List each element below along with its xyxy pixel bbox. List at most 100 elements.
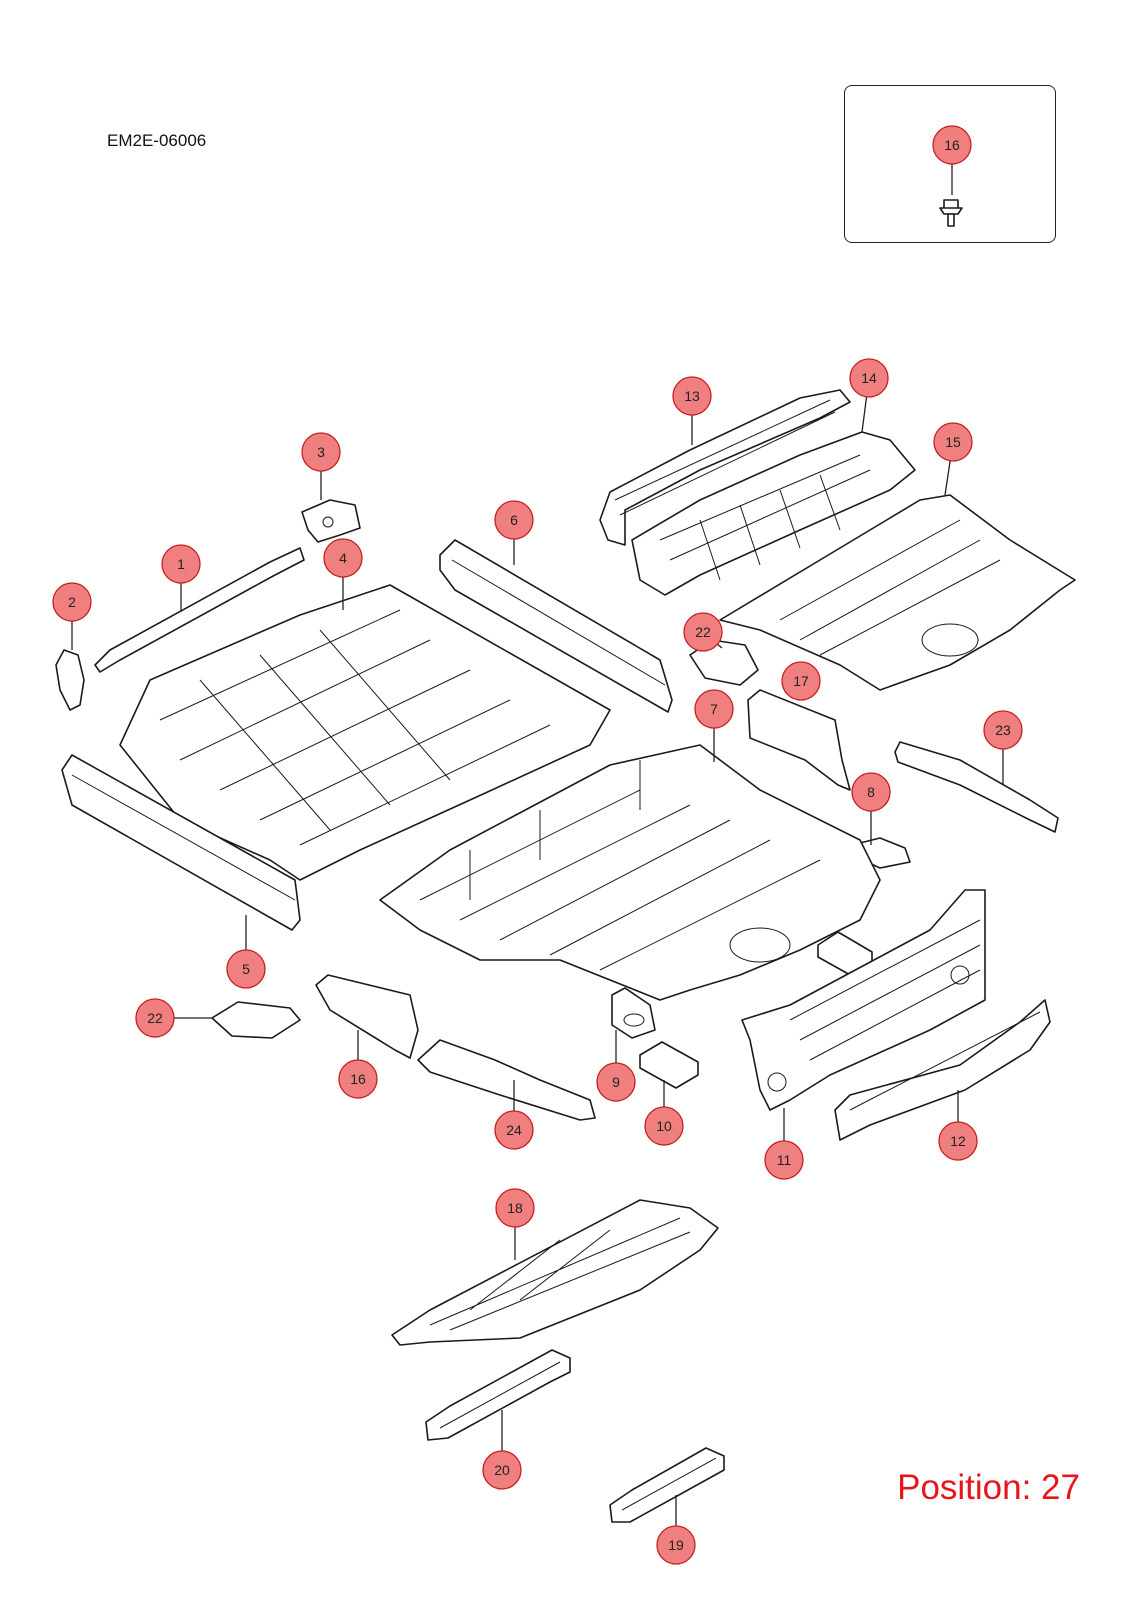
callout-3: 3 — [301, 432, 341, 472]
callout-number: 8 — [867, 784, 875, 800]
callout-4: 4 — [323, 538, 363, 578]
part-floor-14 — [631, 431, 916, 596]
callout-bubble — [683, 612, 723, 652]
part-member-23 — [894, 741, 1059, 833]
part-rail-13 — [599, 389, 851, 546]
callout-23: 23 — [983, 710, 1023, 750]
callout-bubble — [135, 998, 175, 1038]
part-channel-20 — [425, 1349, 571, 1441]
callout-11: 11 — [764, 1140, 804, 1180]
callout-number: 9 — [612, 1074, 620, 1090]
part-floor-18 — [391, 1199, 719, 1346]
drawing-code: EM2E-06006 — [107, 131, 207, 150]
part-bracket-22b — [211, 1001, 301, 1039]
part-bracket-9 — [611, 987, 656, 1039]
callout-22: 22 — [135, 998, 175, 1038]
callout-14: 14 — [849, 358, 889, 398]
callout-number: 22 — [695, 624, 711, 640]
callout-number: 14 — [861, 370, 877, 386]
callout-bubble — [764, 1140, 804, 1180]
callout-number: 16 — [944, 137, 960, 153]
callout-16: 16 — [338, 1059, 378, 1099]
callout-number: 10 — [656, 1118, 672, 1134]
part-front-floor-4 — [119, 584, 611, 881]
callout-number: 17 — [793, 673, 809, 689]
part-rear-panel-11 — [741, 889, 986, 1111]
callout-bubble — [781, 661, 821, 701]
callout-2: 2 — [52, 582, 92, 622]
callout-8: 8 — [851, 772, 891, 812]
callout-number: 3 — [317, 444, 325, 460]
callout-bubble — [672, 376, 712, 416]
callout-bubble — [983, 710, 1023, 750]
callout-13: 13 — [672, 376, 712, 416]
callout-7: 7 — [694, 689, 734, 729]
callout-bubble — [938, 1121, 978, 1161]
part-bar-1 — [94, 547, 305, 673]
callout-bubble — [851, 772, 891, 812]
part-channel-10 — [639, 1041, 699, 1089]
part-channel-19 — [609, 1447, 725, 1523]
callout-bubble — [849, 358, 889, 398]
callout-1: 1 — [161, 544, 201, 584]
callout-number: 18 — [507, 1200, 523, 1216]
inset-box — [844, 85, 1056, 243]
callout-24: 24 — [494, 1110, 534, 1150]
callout-number: 22 — [147, 1010, 163, 1026]
part-bolt — [939, 199, 963, 227]
part-beam-12 — [834, 999, 1051, 1141]
callout-number: 6 — [510, 512, 518, 528]
part-beam-5 — [61, 754, 301, 931]
callout-15: 15 — [933, 422, 973, 462]
part-bracket-2 — [55, 649, 85, 711]
callout-9: 9 — [596, 1062, 636, 1102]
callout-number: 16 — [350, 1071, 366, 1087]
part-rear-floor-15 — [719, 494, 1076, 691]
callout-number: 13 — [684, 388, 700, 404]
callout-bubble — [596, 1062, 636, 1102]
callout-16: 16 — [932, 125, 972, 165]
callout-18: 18 — [495, 1188, 535, 1228]
callout-number: 1 — [177, 556, 185, 572]
callout-number: 15 — [945, 434, 961, 450]
part-main-floor-7 — [379, 744, 881, 1001]
callout-number: 19 — [668, 1537, 684, 1553]
part-bracket-16 — [315, 974, 419, 1059]
callout-5: 5 — [226, 949, 266, 989]
callout-bubble — [932, 125, 972, 165]
callout-number: 12 — [950, 1133, 966, 1149]
callout-17: 17 — [781, 661, 821, 701]
callout-number: 7 — [710, 701, 718, 717]
callout-19: 19 — [656, 1525, 696, 1565]
callout-number: 2 — [68, 594, 76, 610]
callout-20: 20 — [482, 1450, 522, 1490]
callout-bubble — [338, 1059, 378, 1099]
position-label: Position: 27 — [897, 1468, 1080, 1507]
callout-bubble — [644, 1106, 684, 1146]
callout-22: 22 — [683, 612, 723, 652]
callout-12: 12 — [938, 1121, 978, 1161]
callout-number: 20 — [494, 1462, 510, 1478]
callout-bubble — [656, 1525, 696, 1565]
callout-bubble — [52, 582, 92, 622]
callout-bubble — [226, 949, 266, 989]
callout-bubble — [301, 432, 341, 472]
callout-number: 11 — [777, 1152, 792, 1168]
callout-number: 4 — [339, 550, 347, 566]
part-bracket-3 — [301, 499, 361, 543]
callout-bubble — [494, 500, 534, 540]
callout-number: 5 — [242, 961, 250, 977]
part-bracket-17 — [747, 689, 851, 791]
callout-bubble — [161, 544, 201, 584]
callout-bubble — [323, 538, 363, 578]
callout-bubble — [694, 689, 734, 729]
callout-bubble — [482, 1450, 522, 1490]
callout-bubble — [494, 1110, 534, 1150]
callout-6: 6 — [494, 500, 534, 540]
callout-bubble — [933, 422, 973, 462]
part-beam-6 — [439, 539, 673, 713]
callout-bubble — [495, 1188, 535, 1228]
callout-number: 24 — [506, 1122, 522, 1138]
